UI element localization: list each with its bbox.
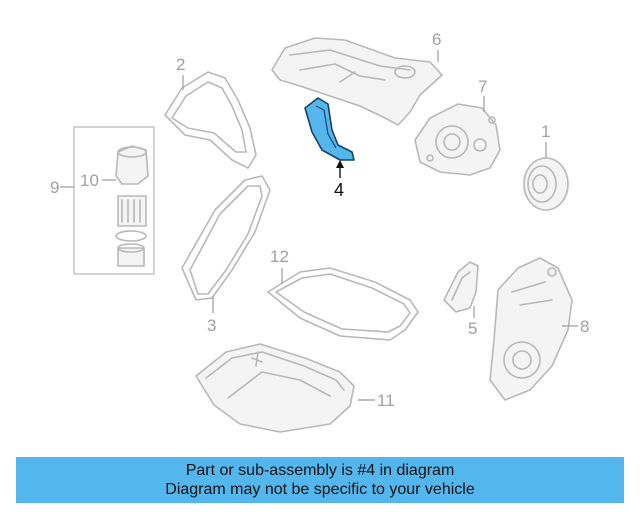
callout-12: 12: [270, 247, 289, 266]
part-3-gasket: [181, 175, 271, 301]
part-12-pan-gasket: [267, 267, 419, 341]
callout-2: 2: [176, 55, 185, 74]
part-8-lower-cover: [489, 257, 573, 401]
part-11-oil-pan: [195, 343, 355, 433]
callout-5: 5: [468, 319, 477, 338]
banner-line-2: Diagram may not be specific to your vehi…: [165, 481, 475, 498]
parts-diagram: 6 2 4 7 1 9: [50, 30, 589, 433]
part-10-filter-housing: [115, 145, 149, 267]
part-1-pulley: [523, 157, 569, 211]
callout-4: 4: [334, 180, 344, 200]
part-5-tensioner: [443, 261, 479, 313]
part-7-oil-pump: [414, 103, 501, 176]
callout-9: 9: [50, 178, 59, 197]
banner-line-1: Part or sub-assembly is #4 in diagram: [185, 462, 455, 479]
part-2-gasket: [164, 71, 257, 169]
part-4-highlighted: [304, 97, 355, 161]
callout-3: 3: [207, 316, 216, 335]
callout-11: 11: [377, 391, 395, 410]
callout-7: 7: [478, 77, 487, 96]
callout-8: 8: [580, 317, 589, 336]
part-6-upper-cover: [271, 37, 443, 126]
callout-10: 10: [80, 171, 99, 190]
callout-1: 1: [541, 122, 550, 141]
callout-6: 6: [432, 30, 441, 49]
info-banner: Part or sub-assembly is #4 in diagram Di…: [16, 457, 624, 503]
part-9-filter-box: [60, 126, 155, 275]
